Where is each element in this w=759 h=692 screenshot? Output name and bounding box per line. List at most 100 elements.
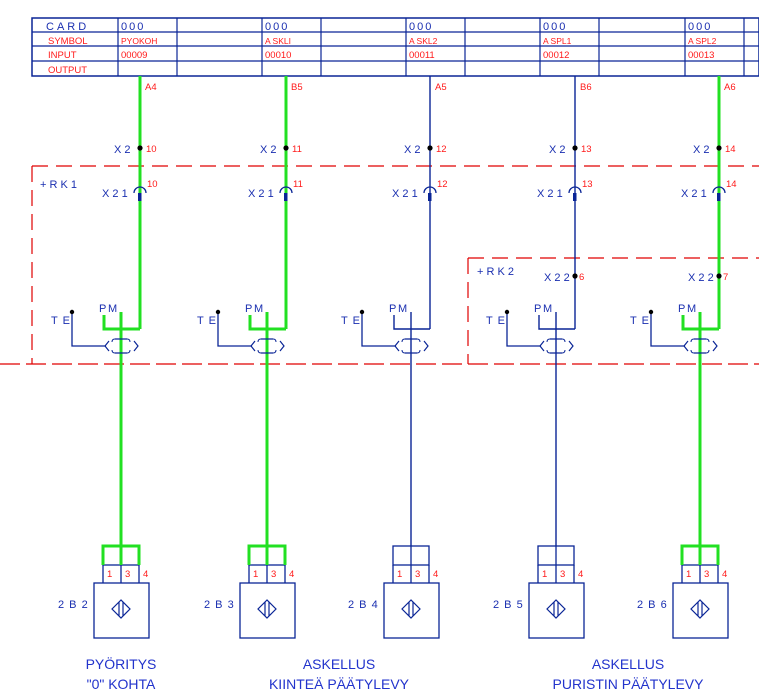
pin-number: 4	[433, 569, 438, 580]
shield-icon	[261, 338, 273, 354]
caption-line: PYÖRITYS	[86, 655, 157, 672]
inductive-sensor-icon	[257, 599, 277, 619]
card-number: 000	[121, 21, 145, 33]
pin-number: 4	[578, 569, 583, 580]
proximity-sensor	[239, 582, 296, 639]
terminal-x21-number: 13	[582, 179, 593, 190]
te-label: T E	[51, 315, 71, 327]
terminal-x2-number: 14	[725, 144, 736, 155]
terminal-x2-number: 11	[292, 144, 302, 155]
plug-connector-icon	[573, 193, 577, 201]
pin-number: 1	[397, 569, 402, 580]
terminal-x22-label: X 2 2	[688, 272, 714, 284]
pin-number: 4	[722, 569, 727, 580]
te-wire	[650, 312, 685, 347]
te-terminal-dot	[359, 309, 365, 315]
proximity-sensor	[528, 582, 585, 639]
inductive-sensor-icon	[690, 599, 710, 619]
io-table-column: 000 A SPL2 00013	[688, 21, 717, 61]
card-number: 000	[688, 21, 712, 33]
m-label: M	[398, 303, 407, 315]
row-label-card: CARD	[46, 21, 89, 33]
proximity-sensor	[93, 582, 150, 639]
terminal-x21-label: X 2 1	[102, 188, 128, 200]
card-number: 000	[265, 21, 289, 33]
shield-icon	[104, 340, 110, 352]
shield-icon	[401, 338, 421, 354]
terminal-x2-label: X 2	[549, 144, 566, 156]
io-table-border	[31, 17, 759, 77]
te-wire	[506, 312, 541, 347]
wire-id: A5	[435, 82, 447, 93]
terminal-x2-number: 12	[436, 144, 447, 155]
plug-connector-icon	[133, 186, 147, 194]
input-cell: 00011	[409, 50, 435, 61]
pin-number: 1	[686, 569, 691, 580]
row-label-output: OUTPUT	[48, 65, 87, 76]
shield-icon	[115, 338, 127, 354]
shield-icon	[111, 338, 131, 354]
m-label: M	[687, 303, 696, 315]
pin-number: 1	[542, 569, 547, 580]
terminal-x21-label: X 2 1	[392, 188, 418, 200]
sensor-label: 2 B 5	[493, 599, 524, 611]
terminal-x2-label: X 2	[260, 144, 277, 156]
inductive-sensor-icon	[546, 599, 566, 619]
shield-icon	[394, 340, 400, 352]
pin-number: 3	[560, 569, 565, 580]
symbol-cell: A SPL2	[688, 36, 717, 46]
inductive-sensor-icon	[111, 599, 131, 619]
terminal-dot	[716, 145, 722, 151]
proximity-sensor	[672, 582, 729, 639]
input-cell: 00013	[688, 50, 714, 61]
terminal-x2-number: 13	[581, 144, 592, 155]
p-wire	[538, 315, 556, 330]
pin-number: 3	[125, 569, 130, 580]
shield-icon	[550, 338, 562, 354]
terminal-x21-number: 11	[293, 179, 303, 190]
terminal-x2-label: X 2	[114, 144, 131, 156]
pin-number: 4	[289, 569, 294, 580]
terminal-x21-number: 10	[147, 179, 158, 190]
te-terminal-dot	[648, 309, 654, 315]
shield-icon	[683, 340, 689, 352]
card-number: 000	[543, 21, 567, 33]
shield-icon	[257, 338, 277, 354]
te-terminal-dot	[504, 309, 510, 315]
wire-id: A4	[145, 82, 157, 93]
symbol-cell: A SKL2	[409, 36, 438, 46]
terminal-x2-label: X 2	[693, 144, 710, 156]
shield-icon	[133, 340, 139, 352]
terminal-x21-number: 12	[437, 179, 448, 190]
p-label: P	[678, 303, 685, 315]
shield-icon	[694, 338, 706, 354]
row-label-input: INPUT	[48, 50, 77, 61]
p-wire	[681, 315, 700, 331]
p-wire	[102, 315, 121, 331]
function-caption: PYÖRITYS"0" KOHTA	[86, 655, 157, 692]
plug-connector-icon	[423, 186, 437, 194]
p-label: P	[245, 303, 252, 315]
wire-id: B5	[291, 82, 303, 93]
m-label: M	[254, 303, 263, 315]
inductive-sensor-icon	[401, 599, 421, 619]
shield-icon	[279, 340, 285, 352]
te-label: T E	[341, 315, 361, 327]
input-cell: 00012	[543, 50, 569, 61]
te-label: T E	[486, 315, 506, 327]
terminal-x21-label: X 2 1	[537, 188, 563, 200]
wire-id: A6	[724, 82, 736, 93]
terminal-dot	[716, 273, 722, 279]
sensor-label: 2 B 6	[637, 599, 668, 611]
sensor-label: 2 B 2	[58, 599, 89, 611]
pin-number: 4	[143, 569, 148, 580]
